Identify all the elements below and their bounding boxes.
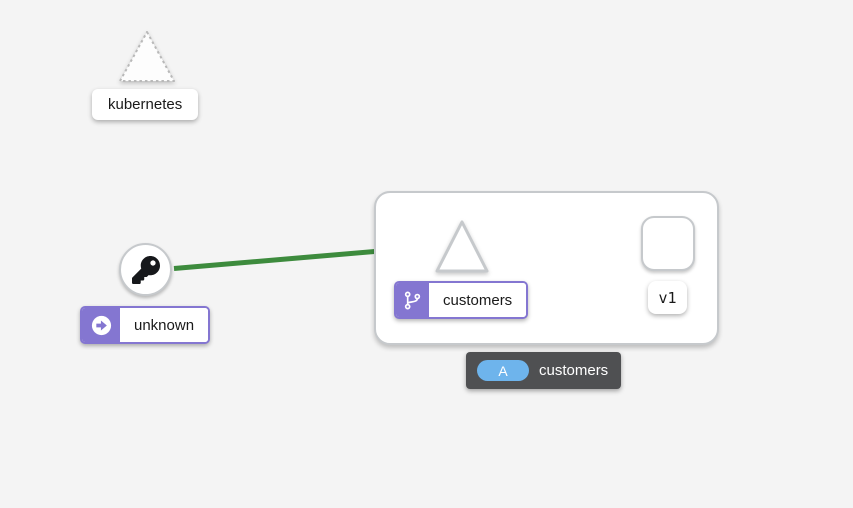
unknown-label-text: unknown xyxy=(120,308,209,342)
app-node-label: customers xyxy=(394,281,529,319)
tooltip-label: customers xyxy=(539,362,609,379)
key-icon xyxy=(131,255,160,284)
app-type-badge: A xyxy=(477,360,529,381)
arrow-circle-right-icon xyxy=(82,308,120,342)
customers-label-text: customers xyxy=(429,283,527,317)
code-branch-icon xyxy=(396,283,429,317)
version-label: v1 xyxy=(648,281,687,314)
hover-tooltip: A customers xyxy=(466,352,622,389)
unknown-node-label: unknown xyxy=(80,306,211,344)
cluster-label: kubernetes xyxy=(92,89,199,120)
cluster-node-kubernetes[interactable] xyxy=(114,27,180,87)
version-node-v1[interactable] xyxy=(641,216,695,271)
app-node-customers[interactable] xyxy=(433,216,491,276)
unknown-node[interactable] xyxy=(119,243,172,296)
